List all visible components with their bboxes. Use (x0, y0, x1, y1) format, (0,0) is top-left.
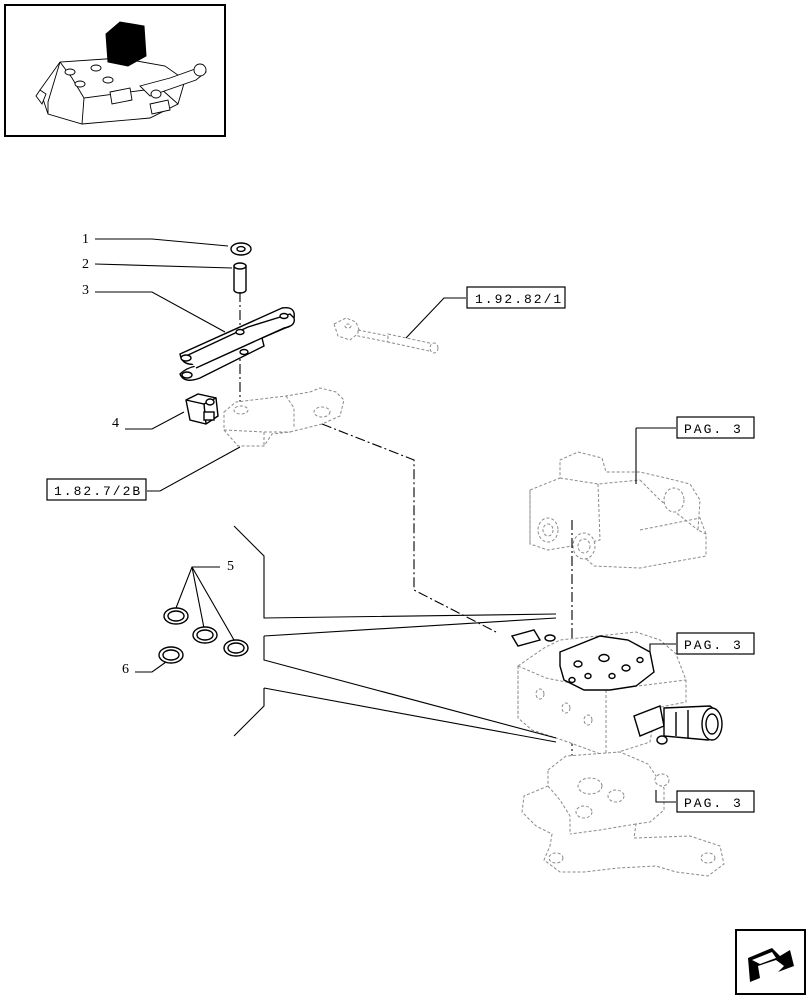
bell-crank-part (223, 387, 345, 447)
reference-label-pag-3-middle: PAG. 3 (684, 638, 743, 653)
callout-number-3: 3 (82, 283, 89, 298)
callout-number-4: 4 (112, 416, 119, 431)
hydraulic-lift-thumbnail-icon[interactable] (4, 4, 226, 137)
reference-label-pag-3-bottom: PAG. 3 (684, 796, 743, 811)
seal-location-lines (233, 525, 557, 743)
callout-3: 3 (82, 283, 226, 333)
callout-number-6: 6 (122, 662, 129, 677)
reference-box-pag-3-top[interactable]: PAG. 3 (676, 416, 755, 439)
reference-label-1-82-7-2b: 1.82.7/2B (54, 484, 142, 499)
callout-2: 2 (82, 257, 233, 272)
reference-box-1-92-82-1[interactable]: 1.92.82/1 (466, 286, 566, 309)
next-page-arrow-icon[interactable] (735, 929, 806, 995)
upper-valve-body (529, 451, 707, 569)
callout-5: 5 (175, 559, 235, 641)
reference-box-pag-3-middle[interactable]: PAG. 3 (676, 632, 755, 655)
reference-box-pag-3-bottom[interactable]: PAG. 3 (676, 790, 755, 813)
lower-valve-base (521, 751, 725, 877)
callout-number-2: 2 (82, 257, 89, 272)
callout-number-1: 1 (82, 232, 89, 247)
reference-label-1-92-82-1: 1.92.82/1 (475, 292, 563, 307)
callout-6: 6 (122, 661, 167, 677)
block-part (185, 393, 219, 425)
circlip-part (230, 242, 252, 256)
rod-linkage-part (333, 317, 439, 354)
lever-part (179, 307, 295, 381)
o-ring-seals (158, 607, 249, 664)
reference-box-1-82-7-2b[interactable]: 1.82.7/2B (46, 478, 147, 501)
control-valve-body (510, 629, 723, 757)
callout-4: 4 (112, 411, 185, 431)
callout-number-5: 5 (227, 559, 234, 574)
callout-1: 1 (82, 232, 229, 247)
reference-label-pag-3-top: PAG. 3 (684, 422, 743, 437)
pin-part (233, 262, 247, 294)
